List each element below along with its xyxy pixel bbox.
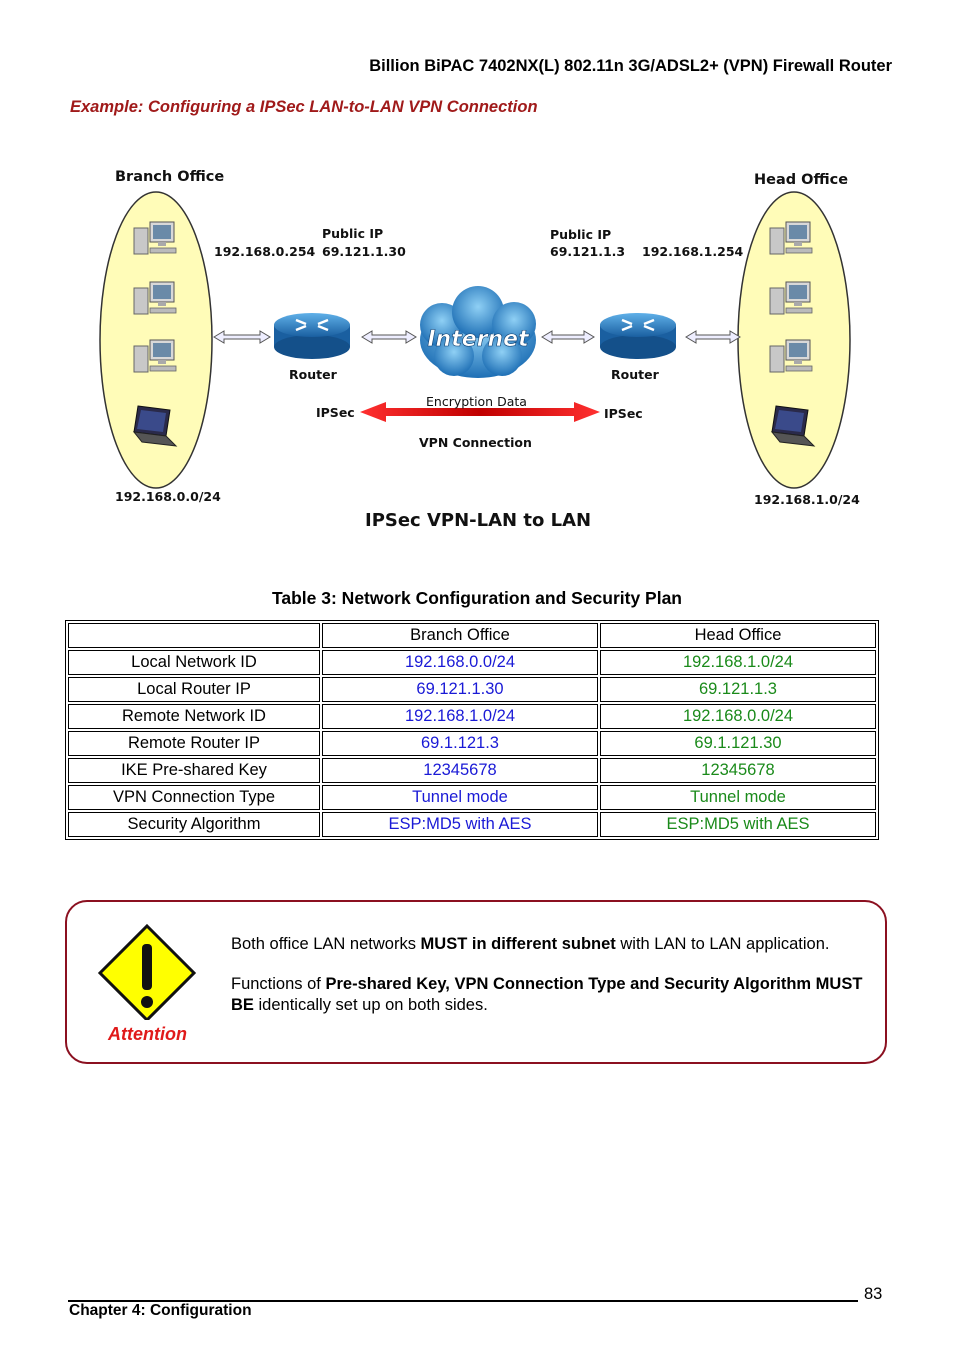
row-label: Remote Network ID: [68, 704, 320, 729]
router-right-label: Router: [611, 367, 660, 382]
head-value: 192.168.0.0/24: [600, 704, 876, 729]
vpn-connection-label: VPN Connection: [419, 435, 532, 450]
table-row: Remote Network ID 192.168.1.0/24 192.168…: [68, 704, 876, 729]
router-right-icon: [600, 313, 676, 359]
right-lan-ip: 192.168.1.254: [642, 244, 744, 259]
branch-value: Tunnel mode: [322, 785, 598, 810]
branch-office-label: Branch Office: [115, 169, 224, 185]
left-subnet-label: 192.168.0.0/24: [115, 489, 221, 504]
table-row: VPN Connection Type Tunnel mode Tunnel m…: [68, 785, 876, 810]
right-subnet-label: 192.168.1.0/24: [754, 492, 860, 507]
document-header: Billion BiPAC 7402NX(L) 802.11n 3G/ADSL2…: [369, 57, 892, 75]
row-label: Local Router IP: [68, 677, 320, 702]
ipsec-left-label: IPSec: [316, 405, 355, 420]
row-label: Security Algorithm: [68, 812, 320, 837]
branch-value: 69.1.121.3: [322, 731, 598, 756]
branch-value: 192.168.1.0/24: [322, 704, 598, 729]
head-office-label: Head Office: [754, 172, 848, 188]
row-label: IKE Pre-shared Key: [68, 758, 320, 783]
internet-label: Internet: [427, 327, 530, 352]
attention-box: [65, 900, 887, 1064]
table-row: Local Network ID 192.168.0.0/24 192.168.…: [68, 650, 876, 675]
network-config-table: Branch Office Head Office Local Network …: [65, 620, 879, 840]
encryption-arrow: [360, 402, 600, 422]
encryption-data-label: Encryption Data: [426, 394, 527, 409]
table-row: IKE Pre-shared Key 12345678 12345678: [68, 758, 876, 783]
head-value: 12345678: [600, 758, 876, 783]
table-row: Security Algorithm ESP:MD5 with AES ESP:…: [68, 812, 876, 837]
head-value: 69.1.121.30: [600, 731, 876, 756]
internet-cloud-icon: [420, 286, 536, 378]
row-label: Remote Router IP: [68, 731, 320, 756]
table-row: Local Router IP 69.121.1.30 69.121.1.3: [68, 677, 876, 702]
link-arrow-mid-right: [541, 330, 595, 344]
diagram-title: IPSec VPN-LAN to LAN: [365, 510, 591, 531]
head-value: 69.121.1.3: [600, 677, 876, 702]
right-public-ip: 69.121.1.3: [550, 244, 625, 259]
right-public-ip-label: Public IP: [550, 227, 611, 242]
link-arrow-right: [685, 330, 741, 344]
table-header-row: Branch Office Head Office: [68, 623, 876, 648]
attention-line-1: Both office LAN networks MUST in differe…: [231, 935, 830, 953]
footer-rule: [68, 1300, 858, 1302]
router-left-icon: [274, 313, 350, 359]
link-arrow-mid-left: [361, 330, 417, 344]
vpn-network-diagram: Internet Branch Office Head Office Publi…: [99, 169, 860, 531]
attention-label: Attention: [108, 1024, 187, 1044]
head-value: Tunnel mode: [600, 785, 876, 810]
left-lan-ip: 192.168.0.254: [214, 244, 316, 259]
chapter-footer: Chapter 4: Configuration: [69, 1302, 252, 1319]
branch-value: ESP:MD5 with AES: [322, 812, 598, 837]
table-header-cell: Head Office: [600, 623, 876, 648]
left-public-ip: 69.121.1.30: [322, 244, 406, 259]
row-label: Local Network ID: [68, 650, 320, 675]
left-public-ip-label: Public IP: [322, 226, 383, 241]
table-caption: Table 3: Network Configuration and Secur…: [271, 588, 682, 608]
warning-sign-icon: [97, 923, 197, 1020]
attention-text: Both office LAN networks MUST in differe…: [231, 934, 881, 1035]
attention-line-2: Functions of Pre-shared Key, VPN Connect…: [231, 975, 863, 1014]
link-arrow-left: [213, 330, 271, 344]
table-header-cell: Branch Office: [322, 623, 598, 648]
table-header-cell: [68, 623, 320, 648]
page-number: 83: [864, 1285, 883, 1303]
ipsec-right-label: IPSec: [604, 406, 643, 421]
table-row: Remote Router IP 69.1.121.3 69.1.121.30: [68, 731, 876, 756]
router-left-label: Router: [289, 367, 338, 382]
row-label: VPN Connection Type: [68, 785, 320, 810]
branch-value: 192.168.0.0/24: [322, 650, 598, 675]
head-value: ESP:MD5 with AES: [600, 812, 876, 837]
branch-value: 69.121.1.30: [322, 677, 598, 702]
branch-value: 12345678: [322, 758, 598, 783]
example-heading: Example: Configuring a IPSec LAN-to-LAN …: [70, 98, 538, 116]
head-value: 192.168.1.0/24: [600, 650, 876, 675]
